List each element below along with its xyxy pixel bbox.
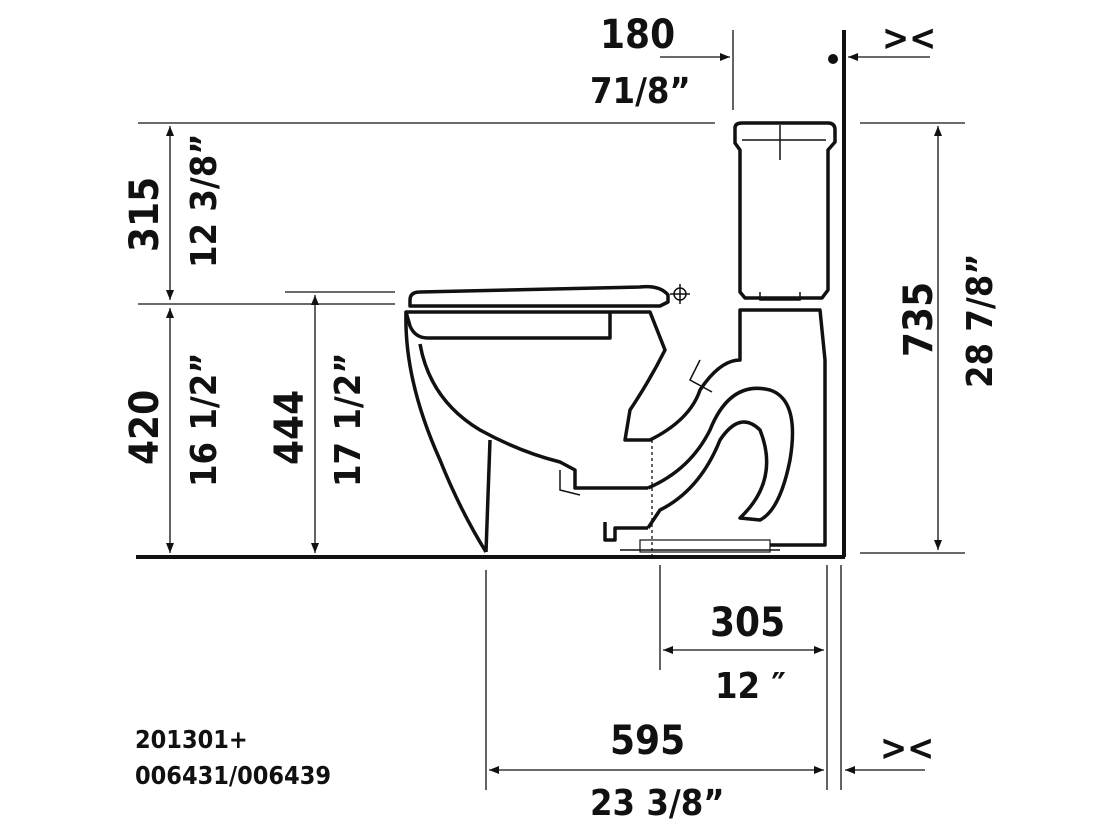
- gap-symbol-top: ><: [882, 18, 936, 59]
- dim-735-in: 28 7/8”: [960, 253, 1001, 388]
- gap-symbol-bottom: ><: [880, 728, 934, 769]
- dim-735-mm: 735: [896, 282, 942, 357]
- dim-180-in: 71/8”: [590, 71, 691, 112]
- dim-180-mm: 180: [600, 12, 675, 58]
- dim-444-in: 17 1/2”: [328, 352, 369, 487]
- product-code-1: 201301+: [135, 725, 248, 754]
- dim-420-mm: 420: [122, 390, 168, 465]
- dim-595-mm: 595: [610, 718, 685, 764]
- dim-305-mm: 305: [710, 600, 785, 646]
- dim-595-in: 23 3/8”: [590, 783, 725, 824]
- dim-420-in: 16 1/2”: [184, 352, 225, 487]
- dim-315-mm: 315: [122, 177, 168, 252]
- dim-444-mm: 444: [267, 390, 313, 465]
- product-code-2: 006431/006439: [135, 761, 331, 790]
- dim-305-in: 12 ″: [715, 666, 786, 707]
- wall-reference-dot: [828, 54, 838, 64]
- toilet-outline: [404, 121, 837, 556]
- dim-315-in: 12 3/8”: [184, 133, 225, 268]
